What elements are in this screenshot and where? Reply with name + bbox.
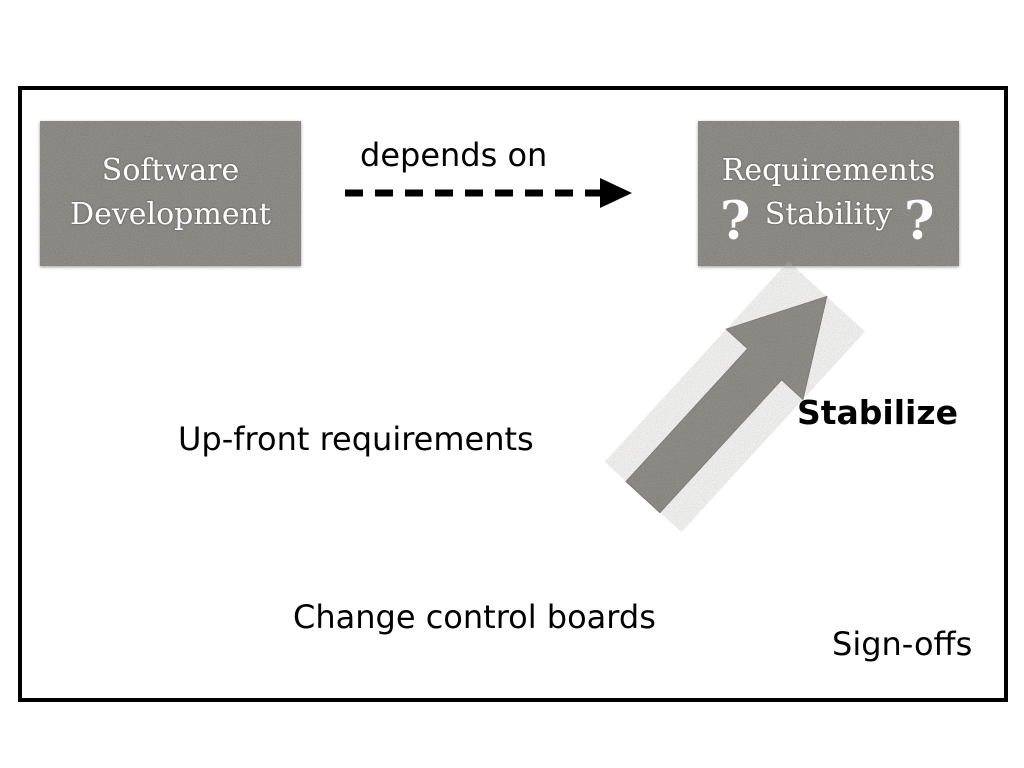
technique-upfront-requirements: Up-front requirements: [178, 420, 534, 458]
depends-on-label: depends on: [360, 136, 548, 174]
box-label: Software: [101, 153, 240, 188]
stabilize-arrow: [625, 295, 828, 514]
box-label: Stability: [764, 197, 893, 232]
technique-sign-offs: Sign-offs: [832, 625, 973, 663]
technique-change-control-boards: Change control boards: [293, 598, 656, 636]
stabilize-label: Stabilize: [797, 393, 958, 432]
slide-frame: [18, 86, 1008, 702]
box-label: Development: [70, 197, 271, 232]
software-development-box: Software Development: [40, 121, 301, 266]
box-label: Requirements: [721, 153, 936, 188]
question-mark-icon: ?: [720, 191, 751, 252]
question-mark-icon: ?: [904, 191, 935, 252]
dashed-arrow: [345, 178, 632, 208]
requirements-stability-box: Requirements Stability ? ?: [698, 121, 959, 266]
